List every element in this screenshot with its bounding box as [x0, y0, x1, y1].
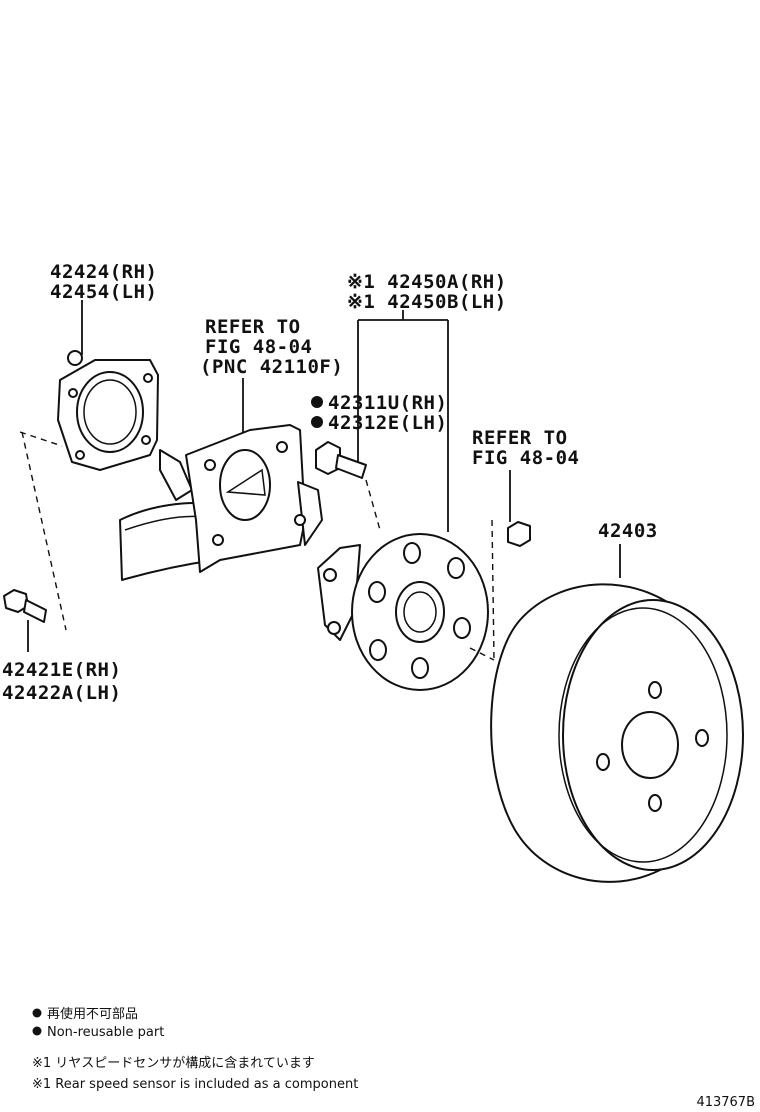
legend-sensor-jp: ※1 リヤスピードセンサが構成に含まれています [32, 1055, 315, 1071]
mount-bolt-part [3, 589, 47, 623]
label-knuckle-rh: 42424(RH) [50, 261, 157, 283]
hub-nut-part [507, 521, 531, 547]
nonreusable-marker-icon [311, 396, 323, 408]
label-hub-rh: ※1 42450A(RH) [347, 271, 507, 293]
backing-plate-part [57, 350, 159, 471]
legend-nonreuse-en: Non-reusable part [47, 1025, 164, 1040]
assembly-dashed-lines [19, 431, 495, 661]
label-refer1-line2: FIG 48-04 [205, 336, 312, 358]
label-mountbolt-rh: 42421E(RH) [2, 659, 121, 681]
axle-beam-bracket [119, 424, 323, 581]
label-knuckle-lh: 42454(LH) [50, 281, 157, 303]
label-hub-lh: ※1 42450B(LH) [347, 291, 507, 313]
legend-nonreuse-jp: 再使用不可部品 [47, 1006, 138, 1022]
label-refer2-line1: REFER TO [472, 427, 568, 449]
nonreusable-marker-icon [311, 416, 323, 428]
label-mountbolt-lh: 42422A(LH) [2, 682, 121, 704]
label-hubbolt-lh: 42312E(LH) [328, 412, 447, 434]
leader-lines [27, 300, 621, 652]
hub-bearing-part [317, 533, 489, 691]
legend-bullet-icon [32, 1026, 42, 1036]
label-drum: 42403 [598, 520, 658, 542]
hub-bolt-part [315, 441, 367, 479]
brake-drum-part [490, 583, 744, 883]
legend-bullet-icon [32, 1008, 42, 1018]
label-refer1-line3: (PNC 42110F) [200, 356, 343, 378]
label-refer2-line2: FIG 48-04 [472, 447, 579, 469]
figure-code: 413767B [696, 1095, 755, 1110]
label-refer1-line1: REFER TO [205, 316, 301, 338]
legend-sensor-en: ※1 Rear speed sensor is included as a co… [32, 1077, 358, 1092]
label-hubbolt-rh: 42311U(RH) [328, 392, 447, 414]
